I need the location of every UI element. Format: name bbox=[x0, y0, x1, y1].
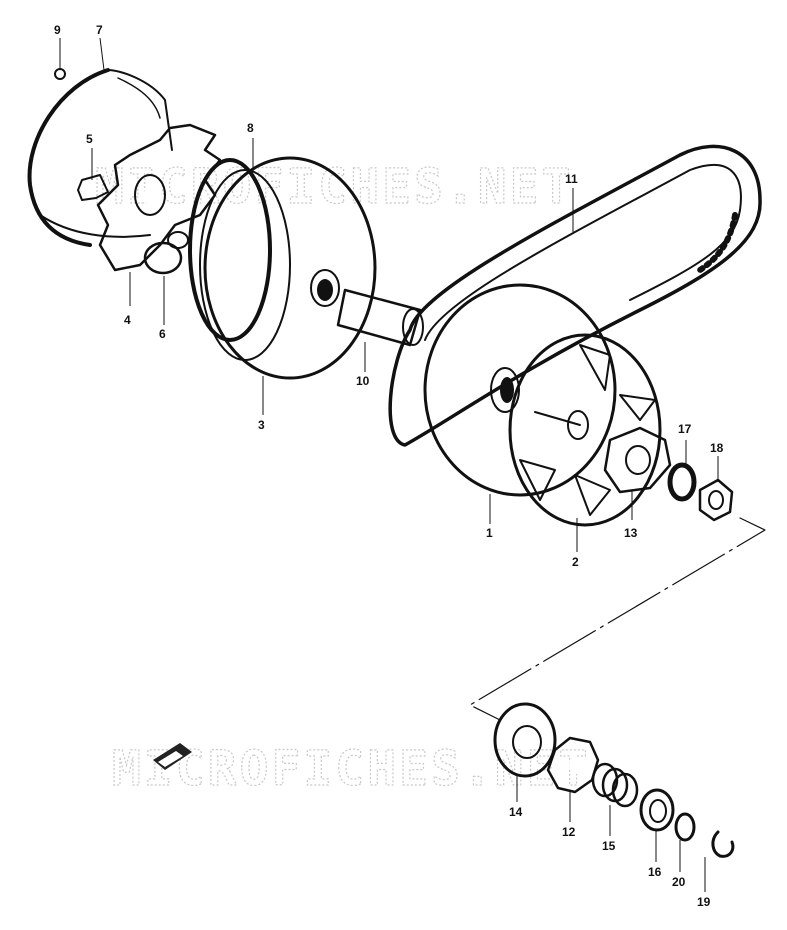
label-3: 3 bbox=[258, 418, 265, 432]
label-10: 10 bbox=[356, 374, 370, 388]
label-6: 6 bbox=[159, 327, 166, 341]
part-5-slider[interactable] bbox=[77, 174, 109, 201]
part-15-spring[interactable] bbox=[591, 762, 639, 808]
label-20: 20 bbox=[672, 875, 686, 889]
label-14: 14 bbox=[509, 805, 523, 819]
part-16-seal[interactable] bbox=[639, 788, 675, 832]
label-15: 15 bbox=[602, 839, 616, 853]
part-8-seal-ring[interactable] bbox=[188, 158, 272, 342]
label-18: 18 bbox=[710, 441, 724, 455]
watermark-logo-icon bbox=[153, 743, 192, 770]
part-7-cover[interactable] bbox=[27, 68, 173, 247]
part-13-hub[interactable] bbox=[603, 426, 672, 494]
part-2-fan-face[interactable] bbox=[508, 333, 662, 527]
leader-lines bbox=[59, 37, 719, 892]
part-4-ramp-plate[interactable] bbox=[96, 123, 222, 272]
label-5: 5 bbox=[86, 132, 93, 146]
label-19: 19 bbox=[697, 895, 711, 909]
label-17: 17 bbox=[678, 422, 692, 436]
watermark-top: MICROFICHES.NET bbox=[95, 159, 573, 215]
label-7: 7 bbox=[96, 23, 103, 37]
label-9: 9 bbox=[54, 23, 61, 37]
label-12: 12 bbox=[562, 825, 576, 839]
label-16: 16 bbox=[648, 865, 662, 879]
label-11: 11 bbox=[565, 172, 578, 186]
part-3-movable-sheave[interactable] bbox=[199, 156, 377, 380]
part-18-nut[interactable] bbox=[698, 478, 734, 522]
part-9-screw[interactable] bbox=[54, 68, 66, 80]
label-8: 8 bbox=[247, 121, 254, 135]
label-1: 1 bbox=[486, 526, 493, 540]
part-17-washer[interactable] bbox=[667, 462, 697, 502]
part-11-v-belt[interactable] bbox=[388, 144, 762, 447]
part-labels: 9 7 5 4 6 8 3 10 11 1 2 13 17 18 14 12 1… bbox=[54, 23, 724, 909]
part-14-starter-plate[interactable] bbox=[493, 702, 557, 778]
part-20-washer-small[interactable] bbox=[674, 812, 696, 842]
part-10-sleeve[interactable] bbox=[336, 288, 424, 347]
label-2: 2 bbox=[572, 555, 579, 569]
part-1-fixed-sheave[interactable] bbox=[423, 283, 617, 497]
label-13: 13 bbox=[624, 526, 638, 540]
part-6-roller-weight[interactable] bbox=[143, 231, 189, 275]
part-19-circlip[interactable] bbox=[711, 830, 735, 858]
label-4: 4 bbox=[124, 313, 131, 327]
